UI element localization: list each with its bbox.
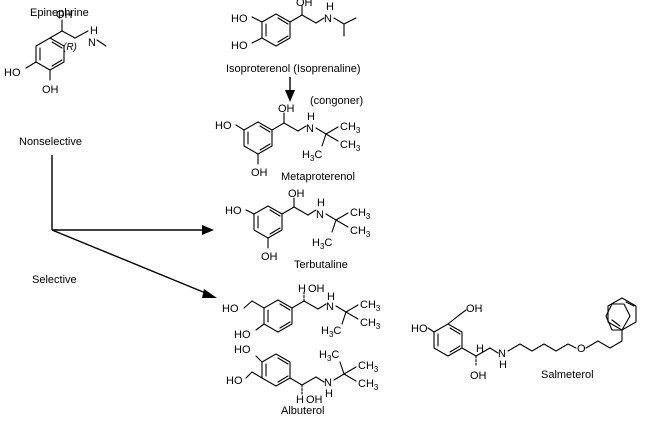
svg-text:CH3: CH3 <box>358 360 379 374</box>
svg-text:CH3: CH3 <box>360 317 381 331</box>
epinephrine-structure: OH (R) H N HO OH <box>4 9 107 96</box>
svg-text:H: H <box>499 359 507 371</box>
arrow-to-albuterol <box>51 229 209 295</box>
salmeterol-structure: HO OH OH H N H O <box>411 297 637 382</box>
svg-text:H: H <box>307 111 315 123</box>
svg-text:H: H <box>476 343 484 355</box>
svg-text:OH: OH <box>466 303 483 315</box>
isoproterenol-label: Isoproterenol (Isoprenaline) <box>226 63 361 75</box>
svg-text:H3C: H3C <box>319 349 339 363</box>
metaproterenol-structure: HO OH OH H N CH3 CH3 H3C <box>215 103 361 179</box>
svg-text:N: N <box>498 348 506 360</box>
svg-text:H: H <box>298 283 306 295</box>
arrowhead-albuterol <box>202 289 217 298</box>
svg-text:OH: OH <box>251 167 268 179</box>
svg-text:H: H <box>326 1 334 13</box>
terbutaline-label: Terbutaline <box>294 259 348 271</box>
svg-text:OH: OH <box>56 9 73 21</box>
svg-text:H3C: H3C <box>312 237 332 251</box>
svg-text:OH: OH <box>261 251 278 263</box>
svg-text:OH: OH <box>278 103 295 115</box>
svg-text:H3C: H3C <box>302 149 322 163</box>
svg-text:H: H <box>296 394 304 406</box>
svg-text:(R): (R) <box>63 42 77 53</box>
svg-text:OH: OH <box>470 370 487 382</box>
svg-text:N: N <box>88 37 96 49</box>
svg-text:OH: OH <box>296 0 313 9</box>
svg-text:H: H <box>90 25 98 37</box>
svg-text:CH3: CH3 <box>340 121 361 135</box>
svg-text:N: N <box>326 301 334 313</box>
svg-text:HO: HO <box>231 40 248 52</box>
svg-text:H: H <box>317 197 325 209</box>
svg-text:N: N <box>316 209 324 221</box>
arrowhead-terbutaline <box>202 225 214 235</box>
svg-text:HO: HO <box>234 344 251 356</box>
svg-text:HO: HO <box>226 375 243 387</box>
svg-text:N: N <box>324 377 332 389</box>
svg-text:HO: HO <box>411 323 428 335</box>
svg-text:CH3: CH3 <box>350 225 371 239</box>
arrowhead-down <box>285 90 295 102</box>
svg-text:N: N <box>324 13 332 25</box>
svg-text:HO: HO <box>234 329 251 341</box>
svg-text:HO: HO <box>4 67 21 79</box>
svg-text:OH: OH <box>306 394 323 406</box>
svg-text:CH3: CH3 <box>340 139 361 153</box>
isoproterenol-structure: OH H N HO HO <box>231 0 357 52</box>
svg-text:OH: OH <box>42 84 59 96</box>
metaproterenol-label: Metaproterenol <box>281 171 355 183</box>
salmeterol-label: Salmeterol <box>541 369 594 381</box>
svg-text:HO: HO <box>222 303 239 315</box>
svg-text:H: H <box>325 388 333 400</box>
svg-text:HO: HO <box>231 13 248 25</box>
svg-text:N: N <box>306 123 314 135</box>
svg-text:CH3: CH3 <box>360 299 381 313</box>
svg-text:CH3: CH3 <box>350 207 371 221</box>
congoner-label: (congoner) <box>310 95 363 107</box>
selective-label: Selective <box>32 274 77 286</box>
svg-text:O: O <box>577 343 586 355</box>
svg-text:OH: OH <box>288 188 305 200</box>
svg-text:HO: HO <box>215 120 232 132</box>
svg-text:OH: OH <box>308 283 325 295</box>
svg-text:HO: HO <box>225 205 242 217</box>
svg-text:H3C: H3C <box>321 325 341 339</box>
svg-text:CH3: CH3 <box>358 378 379 392</box>
albuterol-label: Albuterol <box>281 405 324 417</box>
albuterol-structure-1: HO HO H OH H N CH3 CH3 H3C <box>222 283 381 341</box>
classification-arrows <box>51 77 295 298</box>
epinephrine-label: Epinephrine <box>30 7 89 19</box>
albuterol-structure-2: HO HO H OH N H CH3 CH3 H3C <box>226 344 379 406</box>
svg-text:H: H <box>327 291 335 303</box>
terbutaline-structure: HO OH OH H N CH3 CH3 H3C <box>225 188 371 263</box>
nonselective-label: Nonselective <box>19 136 82 148</box>
